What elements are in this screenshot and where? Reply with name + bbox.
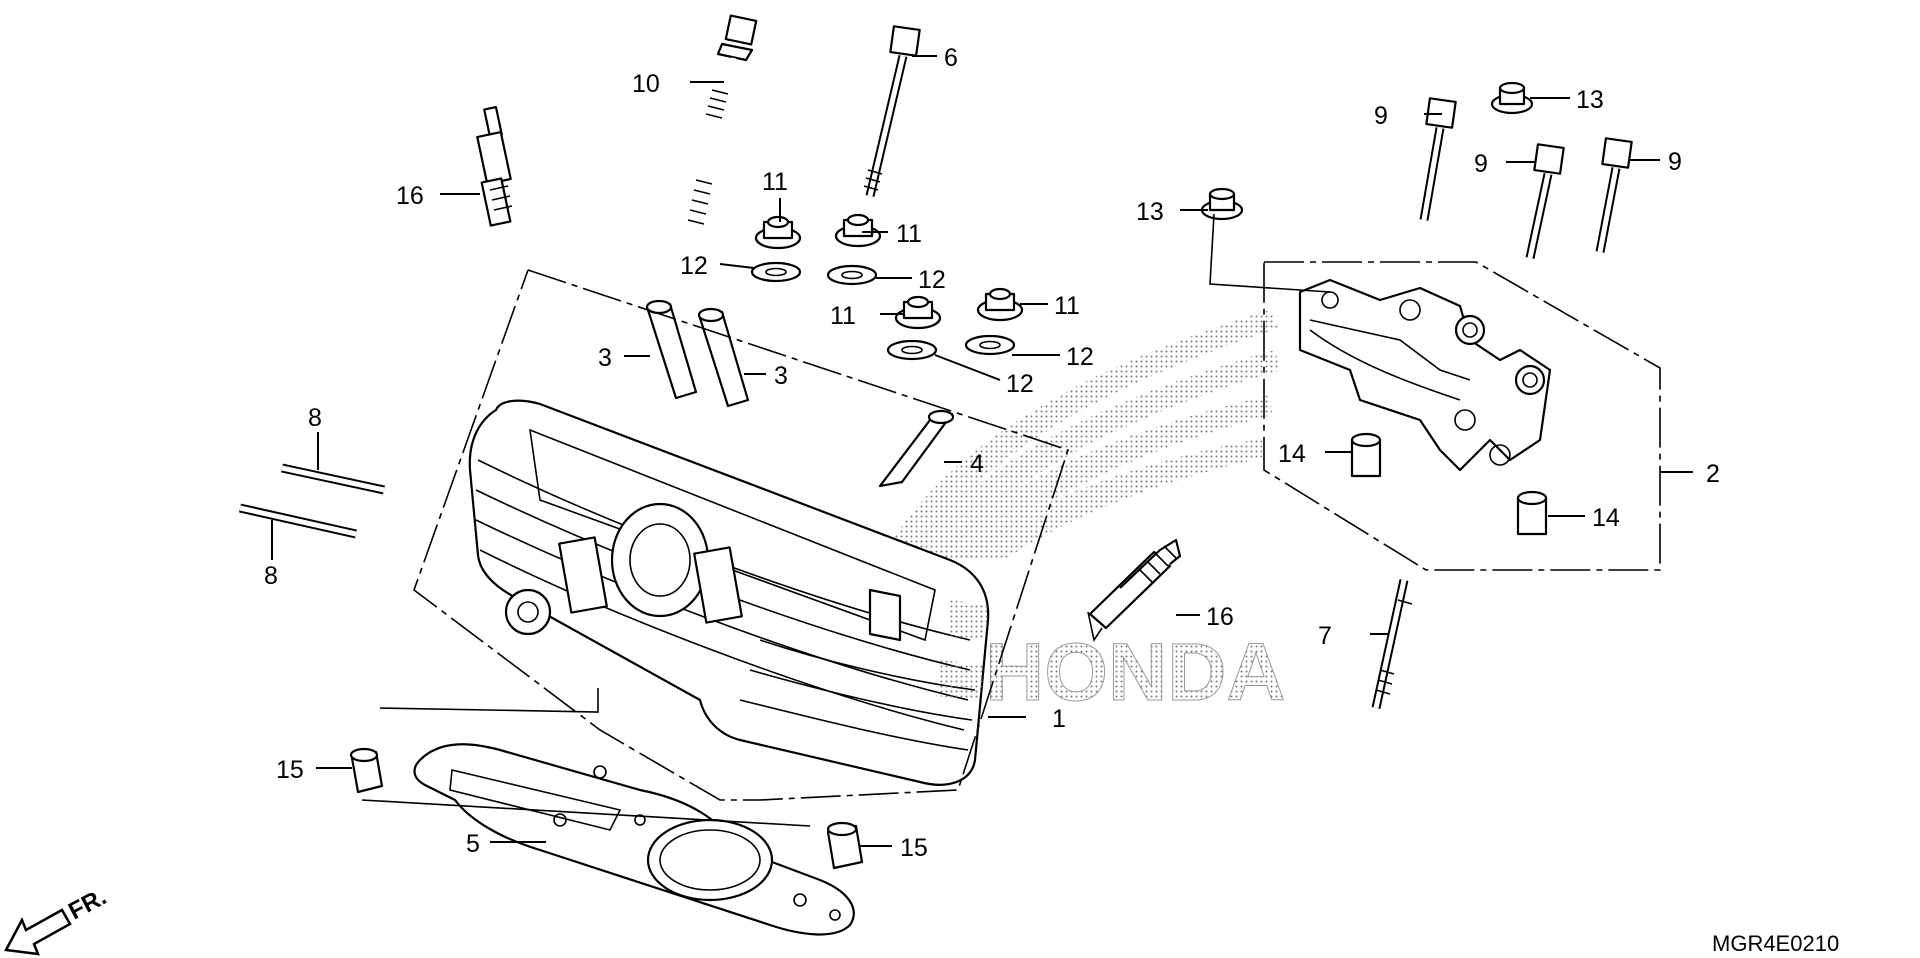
washers-12 bbox=[750, 261, 1016, 361]
callout-15b: 15 bbox=[900, 834, 928, 862]
studs-8 bbox=[239, 463, 385, 539]
leader-lines bbox=[271, 55, 1693, 847]
callout-labels: 1 2 3 3 4 5 6 7 8 8 9 9 9 10 11 11 11 11… bbox=[264, 44, 1720, 862]
callout-2: 2 bbox=[1706, 460, 1720, 488]
callout-14a: 14 bbox=[1278, 440, 1306, 468]
callout-9c: 9 bbox=[1668, 148, 1682, 176]
spark-plug-middle bbox=[1087, 538, 1182, 643]
nut-11a bbox=[754, 215, 802, 250]
callout-12b: 12 bbox=[918, 266, 946, 294]
callout-16a: 16 bbox=[396, 182, 424, 210]
valve-guides-3 bbox=[645, 299, 750, 408]
callout-6: 6 bbox=[944, 44, 958, 72]
diagram-code: MGR4E0210 bbox=[1712, 931, 1839, 956]
cylinder-head bbox=[468, 399, 990, 786]
callout-15a: 15 bbox=[276, 756, 304, 784]
honda-wordmark: HONDA bbox=[985, 627, 1286, 718]
nuts-13 bbox=[1200, 81, 1534, 221]
callout-14b: 14 bbox=[1592, 504, 1620, 532]
callout-5: 5 bbox=[466, 830, 480, 858]
callout-3b: 3 bbox=[774, 362, 788, 390]
callout-11a: 11 bbox=[762, 168, 788, 196]
spark-plug-top bbox=[476, 105, 513, 227]
dowels-14 bbox=[1350, 432, 1548, 536]
honda-wing-watermark bbox=[880, 310, 1280, 560]
head-bolt-6 bbox=[863, 25, 921, 198]
callout-3a: 3 bbox=[598, 344, 612, 372]
callout-13a: 13 bbox=[1576, 86, 1604, 114]
callout-8a: 8 bbox=[308, 404, 322, 432]
nut-11c bbox=[894, 295, 942, 330]
guide-4 bbox=[878, 409, 955, 488]
callout-12c: 12 bbox=[1066, 343, 1094, 371]
arrow-icon bbox=[4, 908, 72, 956]
nut-11d bbox=[976, 287, 1024, 322]
callout-10: 10 bbox=[632, 70, 660, 98]
head-bolt-10 bbox=[687, 14, 758, 233]
callout-9b: 9 bbox=[1474, 150, 1488, 178]
callout-1: 1 bbox=[1052, 705, 1066, 733]
callout-11d: 11 bbox=[1054, 292, 1080, 320]
direction-label: FR. bbox=[64, 883, 111, 925]
rocker-arm-holder bbox=[1298, 278, 1552, 472]
dowels-15 bbox=[349, 747, 864, 870]
callout-11c: 11 bbox=[830, 302, 856, 330]
front-direction-arrow: FR. bbox=[4, 883, 111, 956]
holder-bolts-9 bbox=[1419, 97, 1633, 259]
callout-11b: 11 bbox=[896, 220, 922, 248]
cap-nuts-11 bbox=[754, 213, 1024, 330]
nut-11b bbox=[834, 213, 882, 248]
callout-7: 7 bbox=[1318, 622, 1332, 650]
leader-13-holder bbox=[1209, 213, 1331, 293]
callout-4: 4 bbox=[970, 450, 984, 478]
head-gasket bbox=[413, 743, 855, 936]
part-1-outline bbox=[413, 269, 1070, 801]
honda-wordmark-watermark: HONDA bbox=[985, 627, 1287, 719]
stud-7 bbox=[1371, 579, 1413, 709]
callout-16b: 16 bbox=[1206, 603, 1234, 631]
callout-12a: 12 bbox=[680, 252, 708, 280]
callout-12d: 12 bbox=[1006, 370, 1034, 398]
callout-13b: 13 bbox=[1136, 198, 1164, 226]
callout-9a: 9 bbox=[1374, 102, 1388, 130]
part-2-outline bbox=[1263, 261, 1661, 571]
callout-8b: 8 bbox=[264, 562, 278, 590]
